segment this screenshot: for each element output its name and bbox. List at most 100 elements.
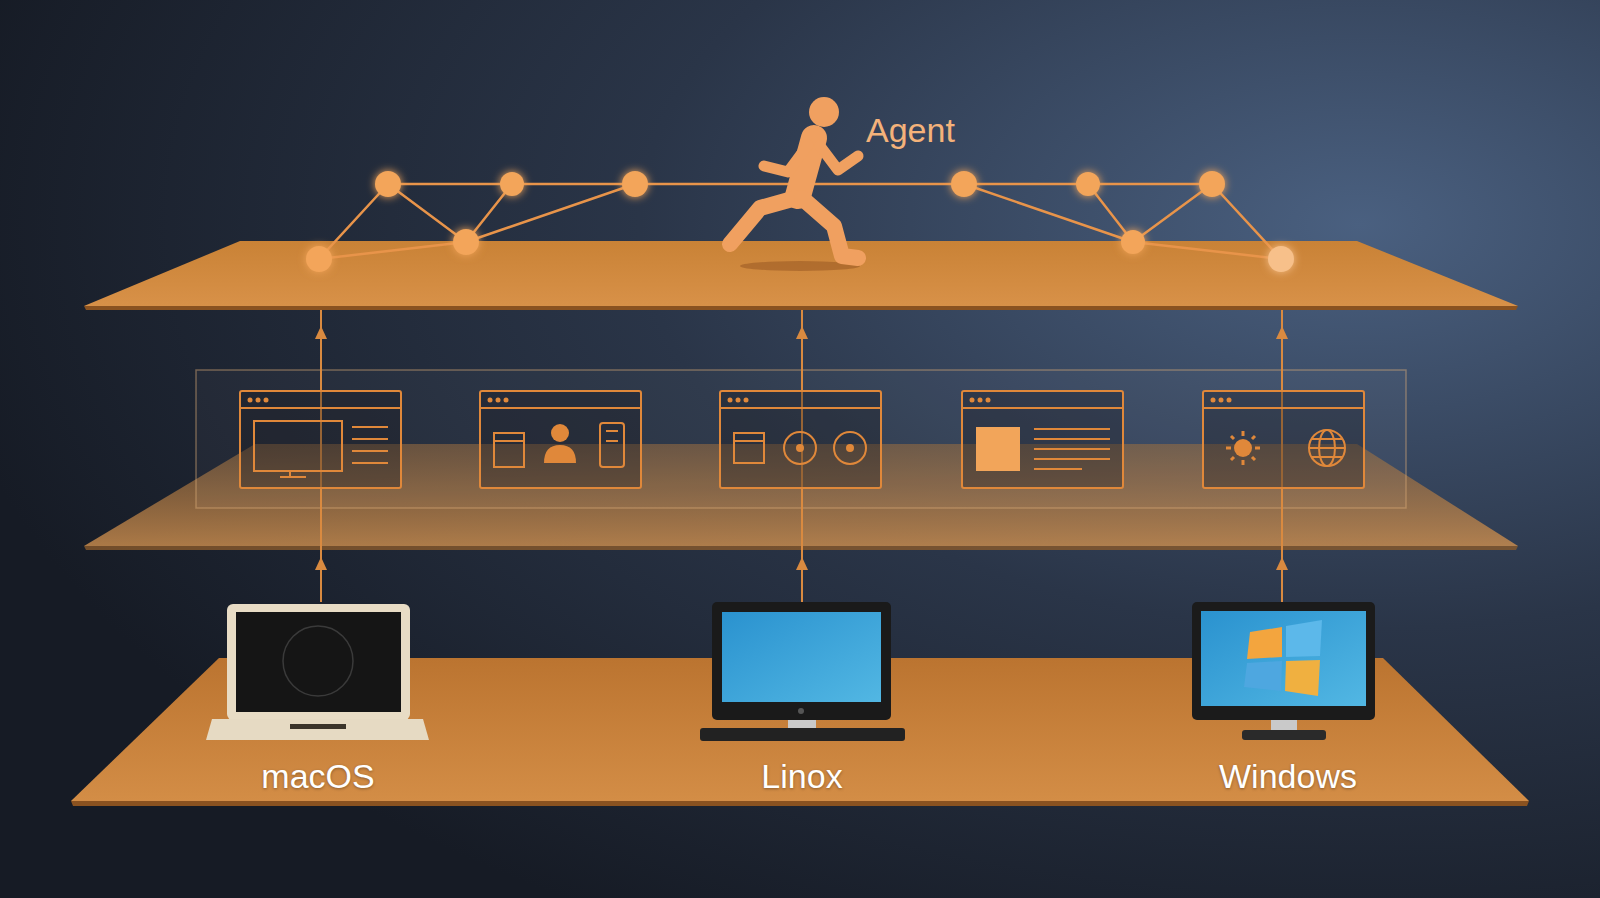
monitor-illustration-part bbox=[712, 602, 891, 720]
monitor-illustration bbox=[1192, 602, 1375, 740]
app-window-part-part bbox=[504, 398, 509, 403]
app-window-part-part bbox=[1034, 468, 1082, 470]
app-window-part-part bbox=[796, 444, 804, 452]
network-point-part bbox=[622, 171, 648, 197]
app-window-part-part bbox=[606, 440, 618, 442]
laptop-illustration-part bbox=[283, 626, 353, 696]
network-point-part bbox=[375, 171, 401, 197]
app-window-part-part bbox=[1203, 391, 1364, 488]
app-window-part bbox=[1203, 391, 1364, 488]
app-window-part-part bbox=[736, 398, 741, 403]
os-label: Windows bbox=[1219, 756, 1357, 796]
os-label: Linox bbox=[761, 756, 842, 796]
windows-logo-part bbox=[1247, 627, 1282, 659]
laptop-illustration-part bbox=[236, 612, 401, 712]
agent-figure-part bbox=[730, 198, 796, 244]
app-window-part-part bbox=[978, 398, 983, 403]
app-window-part-part bbox=[480, 407, 641, 409]
app-window-part-part bbox=[846, 444, 854, 452]
network-link bbox=[319, 184, 1281, 259]
app-window-part-part bbox=[240, 407, 401, 409]
network-point-part bbox=[453, 229, 479, 255]
app-window-part-part bbox=[734, 433, 764, 463]
agent-figure-part bbox=[802, 198, 858, 258]
layer-arrow-part bbox=[315, 557, 327, 570]
app-window-part-part bbox=[1034, 448, 1110, 450]
app-window-part-part bbox=[1211, 398, 1216, 403]
app-window-part-part bbox=[544, 445, 576, 463]
app-window-part-part bbox=[962, 391, 1123, 488]
agent-plane bbox=[84, 241, 1518, 310]
app-window-part-part bbox=[352, 450, 388, 452]
app-window-part-part bbox=[240, 391, 401, 488]
windows-logo-part bbox=[1286, 620, 1322, 657]
app-window-part-part bbox=[1227, 398, 1232, 403]
agent-figure-part bbox=[764, 145, 808, 172]
app-window-part bbox=[962, 391, 1123, 488]
laptop-illustration bbox=[206, 604, 429, 740]
layer-arrow-part bbox=[315, 326, 327, 339]
network-link-part bbox=[1133, 184, 1212, 242]
laptop-illustration-part bbox=[206, 719, 429, 740]
app-window-part-part bbox=[1034, 458, 1110, 460]
app-window-part-part bbox=[744, 398, 749, 403]
app-window-part-part bbox=[264, 398, 269, 403]
app-window bbox=[240, 391, 1364, 488]
layer-arrow bbox=[315, 306, 1288, 602]
app-window-part bbox=[480, 391, 641, 488]
monitor-illustration-part bbox=[1201, 611, 1366, 706]
app-window-part-part bbox=[256, 398, 261, 403]
app-window-part-part bbox=[248, 398, 253, 403]
network-link-part bbox=[1133, 242, 1281, 259]
network-point-part bbox=[1121, 230, 1145, 254]
network-point-part bbox=[1268, 246, 1294, 272]
network-point-part bbox=[951, 171, 977, 197]
monitor-illustration-part bbox=[722, 612, 881, 702]
layer-arrow-part bbox=[1276, 557, 1288, 570]
network-link-part bbox=[1088, 183, 1212, 186]
agent-plane-part bbox=[84, 306, 1518, 310]
app-window-part-part bbox=[1312, 456, 1342, 458]
app-window-part-part bbox=[1309, 430, 1345, 466]
network-point-part bbox=[306, 246, 332, 272]
os-plane-part bbox=[71, 801, 1529, 806]
os-machine: Linox bbox=[688, 596, 916, 800]
app-window-part bbox=[240, 391, 401, 488]
agent-plane-part bbox=[84, 241, 1518, 306]
network-link-part bbox=[388, 183, 512, 186]
app-window-part bbox=[720, 391, 881, 488]
os-label: macOS bbox=[261, 756, 374, 796]
app-window-part-part bbox=[734, 440, 764, 442]
app-window-part-part bbox=[352, 462, 388, 464]
os-machine: macOS bbox=[198, 596, 438, 800]
app-window-part-part bbox=[606, 430, 618, 432]
app-window-part-part bbox=[728, 398, 733, 403]
network-link-part bbox=[466, 184, 635, 242]
network-link-part bbox=[388, 184, 466, 242]
app-window-part-part bbox=[280, 476, 306, 478]
agent-figure-part bbox=[809, 97, 839, 127]
layer-arrow-part bbox=[1276, 326, 1288, 339]
monitor-illustration-part bbox=[700, 728, 905, 741]
network-link-part bbox=[1212, 184, 1281, 259]
laptop-illustration-part bbox=[290, 724, 346, 729]
network-link-part bbox=[319, 242, 466, 259]
app-window-part-part bbox=[784, 432, 816, 464]
app-window-part-part bbox=[254, 421, 342, 471]
app-window-part-part bbox=[720, 407, 881, 409]
network-point-part bbox=[1199, 171, 1225, 197]
app-window-part-part bbox=[494, 440, 524, 442]
layer-arrow-part bbox=[796, 557, 808, 570]
windows-logo-part bbox=[1244, 661, 1282, 691]
monitor-illustration-part bbox=[798, 708, 804, 714]
app-window-part-part bbox=[976, 427, 1020, 471]
agent-label: Agent bbox=[866, 110, 955, 150]
monitor-illustration bbox=[700, 602, 905, 741]
agent-figure bbox=[730, 97, 860, 271]
network-link-part bbox=[964, 183, 1088, 186]
app-window-part-part bbox=[1219, 398, 1224, 403]
laptop-illustration-part bbox=[227, 604, 410, 720]
app-window-part-part bbox=[1226, 431, 1260, 465]
